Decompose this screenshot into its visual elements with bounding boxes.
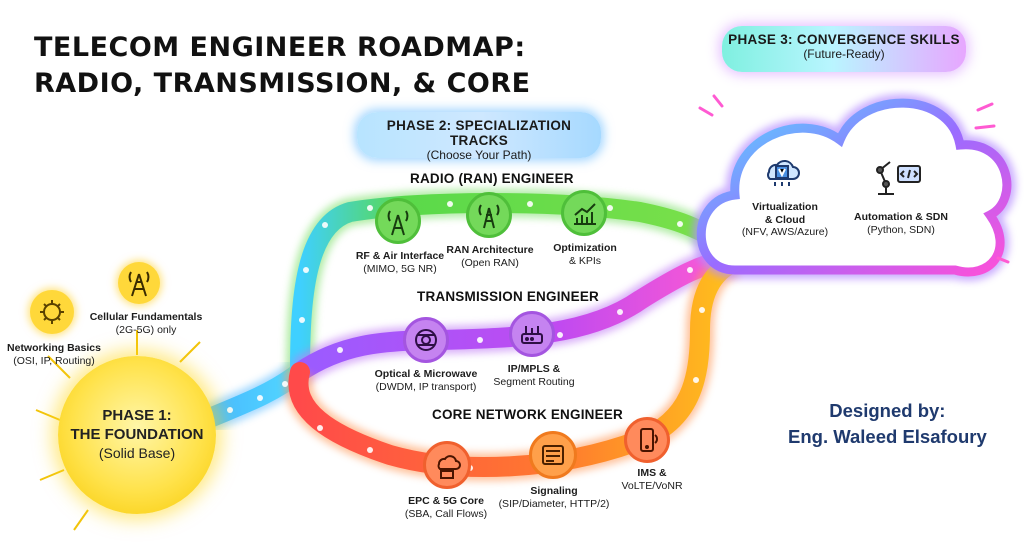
phase1-foundation: PHASE 1: THE FOUNDATION (Solid Base): [58, 356, 216, 514]
signaling-label: Signaling(SIP/Diameter, HTTP/2): [498, 485, 610, 510]
title-line-2: RADIO, TRANSMISSION, & CORE: [34, 68, 531, 99]
cellular-fundamentals-label: Cellular Fundamentals(2G-5G) only: [89, 311, 203, 336]
router-icon: [509, 311, 555, 357]
ip-mpls-label: IP/MPLS &Segment Routing: [493, 363, 575, 388]
ran-architecture-label: RAN Architecture(Open RAN): [446, 244, 534, 269]
growth-chart-icon: [561, 190, 607, 236]
automation-sdn-label: Automation & SDN(Python, SDN): [854, 211, 948, 236]
core-track-title: CORE NETWORK ENGINEER: [432, 407, 623, 422]
signaling-device-icon: [529, 431, 577, 479]
epc-5g-core-label: EPC & 5G Core(SBA, Call Flows): [404, 495, 488, 520]
credit-line-1: Designed by:: [829, 400, 946, 421]
phase3-heading: PHASE 3: CONVERGENCE SKILLS: [728, 32, 960, 47]
phase2-subtitle: (Choose Your Path): [426, 148, 532, 162]
phase1-heading-2: THE FOUNDATION: [70, 426, 204, 443]
ims-volte-label: IMS &VoLTE/VoNR: [621, 467, 683, 492]
optimization-label: Optimization& KPIs: [553, 242, 617, 267]
phone-icon: [624, 417, 670, 463]
rf-air-interface-label: RF & Air Interface(MIMO, 5G NR): [355, 250, 445, 275]
phase3-subtitle: (Future-Ready): [803, 47, 885, 61]
phase3-banner: PHASE 3: CONVERGENCE SKILLS (Future-Read…: [722, 26, 966, 72]
antenna-icon: [375, 198, 421, 244]
fiber-spool-icon: [403, 317, 449, 363]
designer-credit: Designed by: Eng. Waleed Elsafoury: [788, 398, 987, 450]
title-line-1: TELECOM ENGINEER ROADMAP:: [34, 32, 526, 63]
cell-tower-icon: [118, 262, 160, 304]
phase2-banner: PHASE 2: SPECIALIZATION TRACKS (Choose Y…: [357, 112, 601, 162]
page-title: TELECOM ENGINEER ROADMAP: RADIO, TRANSMI…: [34, 30, 531, 102]
chip-icon: [30, 290, 74, 334]
virtualization-cloud-label: Virtualization& Cloud(NFV, AWS/Azure): [741, 201, 829, 238]
foundation-rays: [35, 330, 201, 531]
radio-tower-icon: [466, 192, 512, 238]
phase2-heading: PHASE 2: SPECIALIZATION TRACKS: [386, 118, 572, 148]
robot-arm-icon: [868, 150, 924, 200]
core-track-road: [284, 249, 745, 481]
cloud-v-icon: [757, 148, 807, 192]
credit-line-2: Eng. Waleed Elsafoury: [788, 426, 987, 447]
optical-microwave-label: Optical & Microwave(DWDM, IP transport): [374, 368, 478, 393]
convergence-cloud: [692, 94, 1016, 281]
transmission-track-title: TRANSMISSION ENGINEER: [417, 289, 599, 304]
cloud-server-icon: [423, 441, 471, 489]
networking-basics-label: Networking Basics(OSI, IP, Routing): [7, 342, 101, 367]
phase1-subtitle: (Solid Base): [98, 445, 176, 461]
radio-track-title: RADIO (RAN) ENGINEER: [410, 171, 574, 186]
phase1-heading: PHASE 1:: [102, 407, 172, 424]
